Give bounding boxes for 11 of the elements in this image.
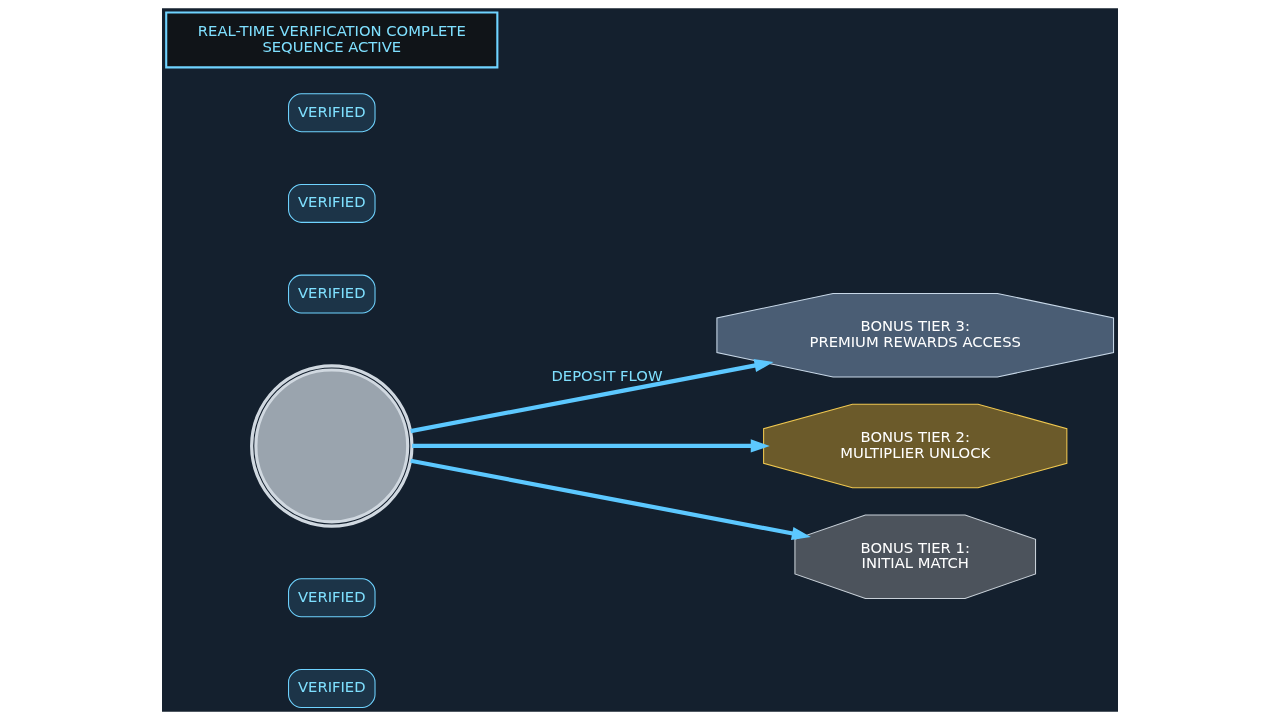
node-box: VERIFIED [288, 93, 376, 133]
node-circle [250, 364, 414, 528]
arrow [410, 458, 811, 540]
arrow [412, 439, 770, 453]
edge-label: DEPOSIT FLOW [551, 366, 663, 384]
node-box: VERIFIED [288, 183, 376, 223]
node-box: REAL-TIME VERIFICATION COMPLETE SEQUENCE ACTIVE [165, 11, 499, 69]
node-box: VERIFIED [288, 669, 376, 708]
arrow [410, 359, 774, 434]
node-box: VERIFIED [288, 274, 376, 314]
node-box: VERIFIED [288, 578, 376, 618]
